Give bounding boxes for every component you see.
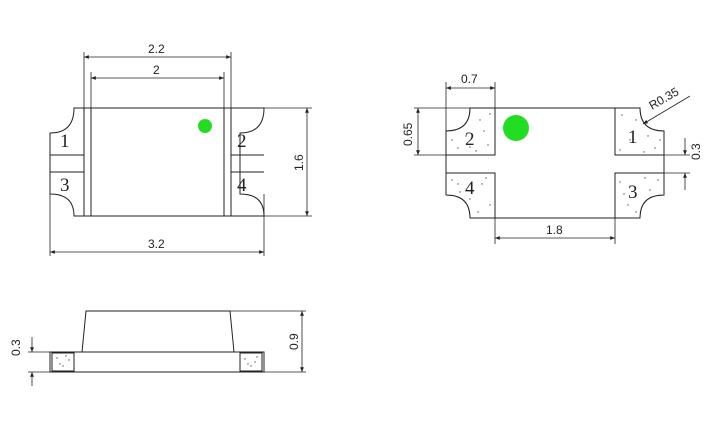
top-view-outline (49, 107, 265, 217)
top-pin-3: 3 (60, 175, 70, 196)
side-dim-base: 0.3 (9, 339, 23, 356)
top-pin-4: 4 (237, 175, 247, 196)
pad-1 (614, 107, 665, 156)
bottom-pin-2: 2 (465, 129, 475, 150)
dim-gap: 0.3 (689, 143, 703, 160)
bottom-pin-3: 3 (628, 182, 638, 203)
side-pad-right (239, 352, 263, 372)
dim-pad-height: 0.65 (401, 122, 415, 146)
bottom-indicator-dot (503, 115, 529, 141)
pad-3 (614, 172, 665, 219)
side-pad-left (51, 352, 75, 372)
bottom-view: 2 1 4 3 0.7 0.65 R0.35 0.3 1.8 (401, 72, 703, 244)
dim-height: 1.6 (292, 154, 306, 171)
top-pin-1: 1 (60, 131, 70, 152)
bottom-pin-4: 4 (465, 178, 475, 199)
side-dim-total: 0.9 (287, 333, 301, 350)
side-pad-speckles (56, 355, 258, 367)
pad-2 (445, 107, 496, 156)
pad-speckles (451, 113, 661, 213)
indicator-dot (198, 119, 212, 133)
top-pin-2: 2 (237, 131, 247, 152)
side-base (49, 351, 265, 373)
dim-pad-width: 0.7 (461, 72, 478, 86)
bottom-pin-1: 1 (628, 127, 638, 148)
dim-pitch: 1.8 (546, 223, 563, 237)
side-view: 0.3 0.9 (9, 310, 306, 386)
side-body (81, 310, 235, 353)
dim-width-inner: 2 (153, 63, 160, 77)
dim-length: 3.2 (148, 237, 165, 251)
dim-width-outer: 2.2 (148, 42, 165, 56)
radius-leader (642, 95, 691, 125)
top-view: 1 2 3 4 2.2 2 3.2 1.6 (49, 42, 312, 256)
dim-radius: R0.35 (647, 84, 682, 112)
